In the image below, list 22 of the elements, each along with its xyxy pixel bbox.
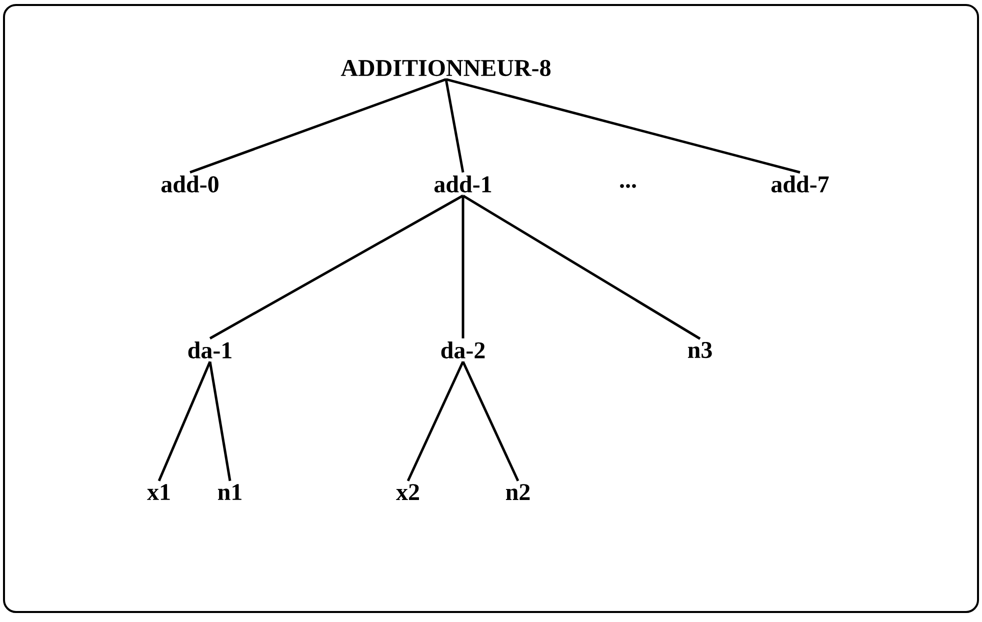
tree-node-label: add-0	[161, 176, 218, 192]
tree-node-label: add-7	[771, 176, 829, 192]
tree-branch	[190, 78, 446, 174]
tree-node-label: da-1	[188, 342, 232, 358]
tree-branch	[444, 79, 464, 173]
tree-branch	[209, 194, 464, 340]
tree-node-label: x2	[396, 484, 419, 500]
tree-branch	[158, 361, 212, 482]
tree-node-label: da-2	[441, 342, 485, 358]
tree-branch	[406, 361, 464, 482]
tree-node-label: ADDITIONNEUR-8	[340, 60, 550, 76]
tree-node-label: n3	[688, 342, 712, 358]
tree-branch	[462, 194, 701, 340]
ellipsis-label: ...	[620, 184, 636, 188]
tree-node-label: n1	[218, 484, 242, 500]
tree-branch	[446, 78, 800, 174]
tree-node-label: add-1	[434, 176, 492, 192]
tree-branch	[462, 361, 520, 482]
tree-branch	[208, 361, 232, 482]
tree-branch	[462, 196, 464, 338]
tree-node-label: n2	[506, 484, 530, 500]
tree-node-label: x1	[147, 484, 170, 500]
